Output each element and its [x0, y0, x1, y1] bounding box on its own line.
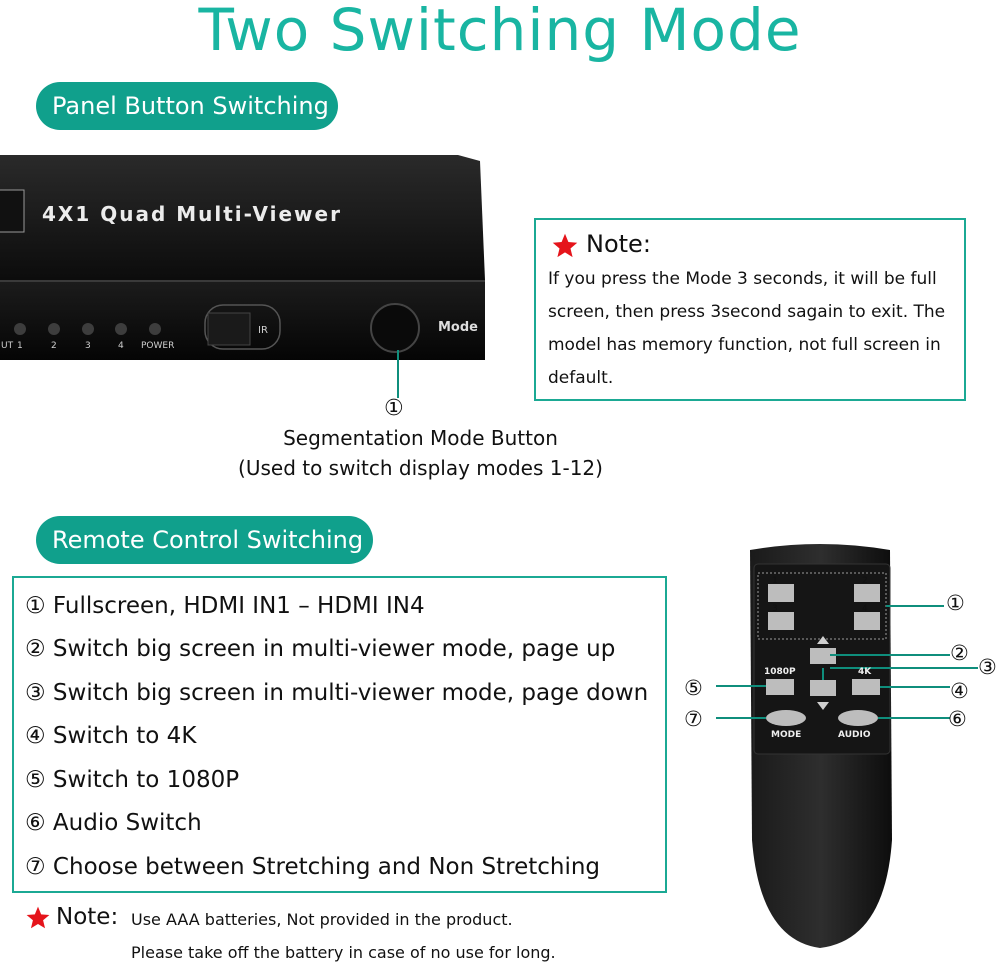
function-item-4: ④ Switch to 4K	[25, 723, 197, 749]
led-label-power: POWER	[141, 341, 175, 351]
remote-callout-5: ⑤	[684, 676, 703, 700]
function-list-box	[12, 576, 667, 893]
remote-button-4	[854, 612, 880, 630]
remote-button-audio	[838, 710, 878, 726]
note-bottom-line-1: Use AAA batteries, Not provided in the p…	[131, 910, 513, 929]
mode-caption-sub: (Used to switch display modes 1-12)	[238, 456, 603, 480]
remote-control	[716, 544, 978, 948]
mode-leader-line	[397, 350, 399, 398]
remote-callout-1: ①	[946, 591, 965, 615]
multi-viewer-device	[0, 155, 485, 360]
function-item-5: ⑤ Switch to 1080P	[25, 767, 240, 793]
note-top-line-1: If you press the Mode 3 seconds, it will…	[548, 269, 937, 289]
device-mode-label: Mode	[438, 320, 478, 335]
device-edge-label: UT	[1, 341, 14, 351]
mode-marker: ①	[384, 396, 404, 421]
note-top-line-2: screen, then press 3second sagain to exi…	[548, 302, 946, 322]
remote-button-up	[810, 648, 836, 664]
remote-callout-4: ④	[950, 679, 969, 703]
remote-label-3: 3	[772, 604, 778, 614]
remote-label-4: 4	[862, 604, 868, 614]
function-item-7: ⑦ Choose between Stretching and Non Stre…	[25, 854, 601, 880]
star-icon	[552, 233, 578, 258]
remote-callout-3: ③	[978, 655, 997, 679]
note-top-label: Note:	[586, 230, 651, 258]
remote-button-1	[768, 584, 794, 602]
note-bottom-label: Note:	[56, 904, 119, 930]
function-item-2: ② Switch big screen in multi-viewer mode…	[25, 636, 616, 662]
remote-label-1: 1	[772, 576, 778, 586]
section-remote-pill: Remote Control Switching	[36, 516, 373, 564]
device-brand-label: 4X1 Quad Multi-Viewer	[42, 202, 342, 226]
note-bottom-line-2: Please take off the battery in case of n…	[131, 943, 556, 962]
remote-callout-6: ⑥	[948, 707, 967, 731]
star-icon	[26, 906, 50, 929]
page-title: Two Switching Mode	[198, 0, 802, 64]
remote-label-2: 2	[862, 576, 868, 586]
remote-label-audio: AUDIO	[838, 730, 871, 740]
ir-label: IR	[258, 325, 268, 336]
remote-button-down	[810, 680, 836, 696]
function-item-1: ① Fullscreen, HDMI IN1 – HDMI IN4	[25, 593, 425, 619]
note-top-line-3: model has memory function, not full scre…	[548, 335, 941, 355]
remote-label-1080p: 1080P	[764, 667, 796, 677]
remote-button-mode	[766, 710, 806, 726]
led-label-4: 4	[118, 341, 124, 351]
led-label-2: 2	[51, 341, 57, 351]
note-top-line-4: default.	[548, 368, 614, 388]
remote-button-1080p	[766, 679, 794, 695]
mode-caption-title: Segmentation Mode Button	[283, 426, 558, 450]
led-label-1: 1	[17, 341, 23, 351]
remote-label-4k: 4K	[858, 667, 872, 677]
led-label-3: 3	[85, 341, 91, 351]
section-panel-pill: Panel Button Switching	[36, 82, 338, 130]
function-item-6: ⑥ Audio Switch	[25, 810, 202, 836]
remote-label-mode: MODE	[771, 730, 802, 740]
note-box-top	[534, 218, 966, 401]
remote-button-4k	[852, 679, 880, 695]
function-item-3: ③ Switch big screen in multi-viewer mode…	[25, 680, 649, 706]
remote-callout-2: ②	[950, 641, 969, 665]
remote-button-3	[768, 612, 794, 630]
remote-button-2	[854, 584, 880, 602]
remote-callout-7: ⑦	[684, 707, 703, 731]
